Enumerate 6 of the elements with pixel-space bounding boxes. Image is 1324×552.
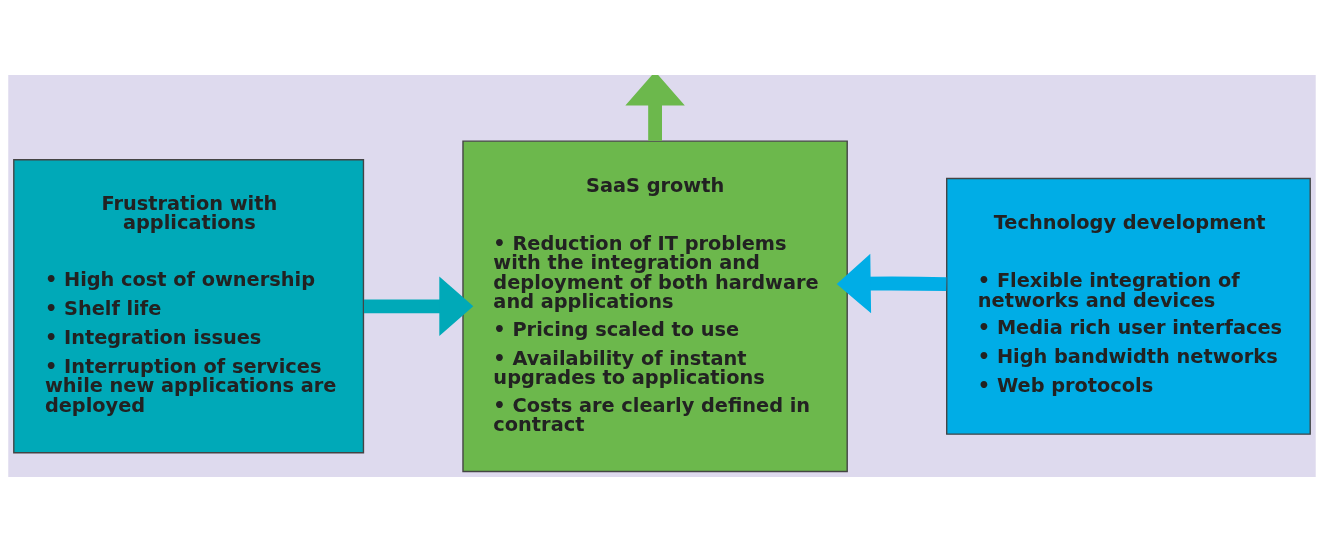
node-box: SaaS growth • Reduction of IT problems with the integration and deployment of both hardware and applications • Pricing scaled to use • Availability of instant upgrades to applications • Costs are clearly defined in contract: [462, 140, 848, 473]
node-box: Technology development • Flexible integration of networks and devices • Media rich user interfaces • High bandwidth networks • Web protocols: [946, 177, 1311, 435]
arrow: [364, 276, 474, 337]
node-box: Frustration with applications • High cost of ownership • Shelf life • Integration issues • Interruption of services while new applications are deployed: [13, 159, 365, 454]
arrow: [836, 253, 947, 314]
arrow: [625, 75, 685, 141]
